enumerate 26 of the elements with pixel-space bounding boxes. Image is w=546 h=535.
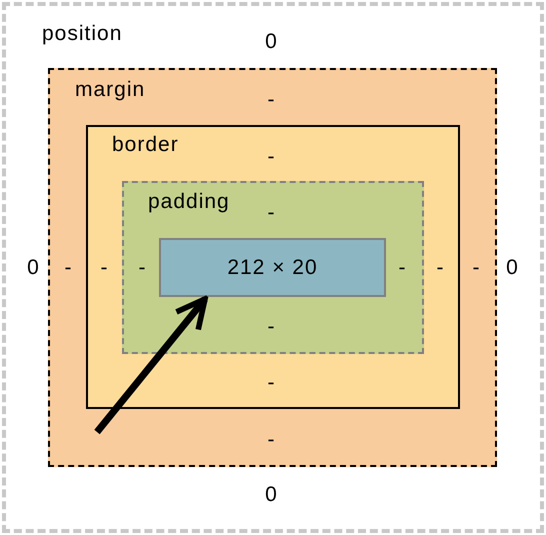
size-label: 212 × 20	[227, 256, 318, 280]
border-box	[86, 125, 460, 409]
box-label: margin	[75, 78, 146, 102]
value-label: 0	[27, 256, 39, 280]
dash-label: -	[268, 371, 274, 395]
dash-label: -	[268, 88, 274, 112]
box-label: position	[42, 22, 122, 46]
dash-label: -	[64, 256, 72, 280]
dash-label: -	[436, 256, 444, 280]
padding-box	[122, 181, 424, 354]
arrow	[94, 296, 208, 434]
dash-label: -	[268, 145, 274, 169]
dash-label: -	[472, 256, 480, 280]
dash-label: -	[138, 256, 146, 280]
content-box	[159, 238, 386, 297]
dash-label: -	[100, 256, 108, 280]
margin-box	[48, 68, 497, 467]
value-label: 0	[506, 256, 518, 280]
box-label: border	[112, 133, 179, 157]
value-label: 0	[265, 30, 277, 54]
dash-label: -	[268, 428, 274, 452]
dash-label: -	[268, 201, 274, 225]
value-label: 0	[265, 483, 277, 507]
dash-label: -	[268, 315, 274, 339]
box-label: padding	[148, 190, 230, 214]
dash-label: -	[398, 256, 406, 280]
